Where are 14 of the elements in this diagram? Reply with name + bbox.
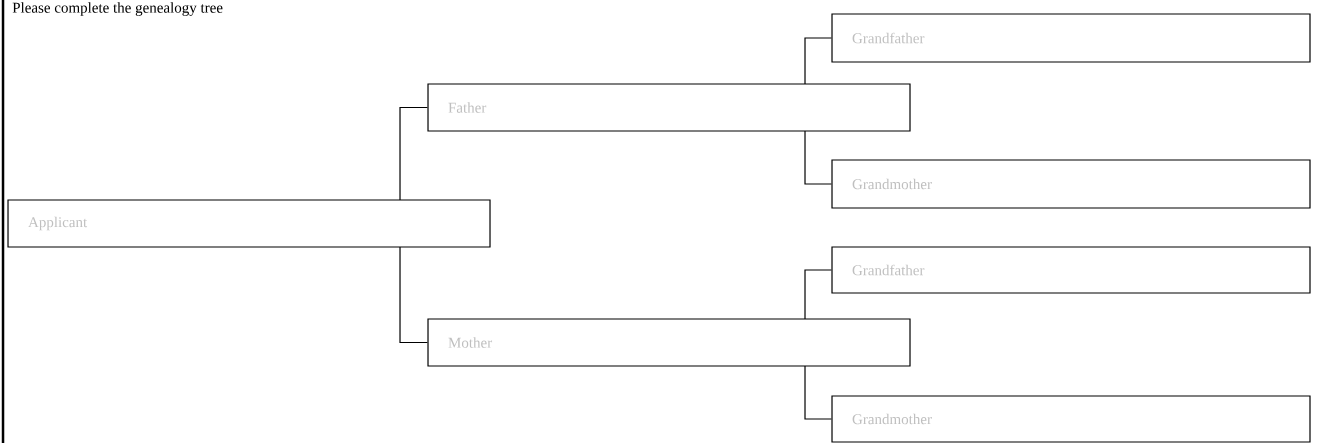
title: Please complete the genealogy tree <box>12 2 223 16</box>
connector-line <box>804 37 832 85</box>
name-box: Grandfather <box>831 246 1311 294</box>
name-box: Grandmother <box>831 159 1311 209</box>
name-box: Father <box>427 83 911 132</box>
connector-line <box>399 246 428 344</box>
name-box: Grandfather <box>831 13 1311 63</box>
connector-line <box>804 130 832 185</box>
name-box: Grandmother <box>831 395 1311 443</box>
connector-line <box>399 106 428 201</box>
connector-line <box>804 365 832 420</box>
name-box: Applicant <box>7 199 491 248</box>
connector-line <box>804 269 832 320</box>
name-box: Mother <box>427 318 911 367</box>
